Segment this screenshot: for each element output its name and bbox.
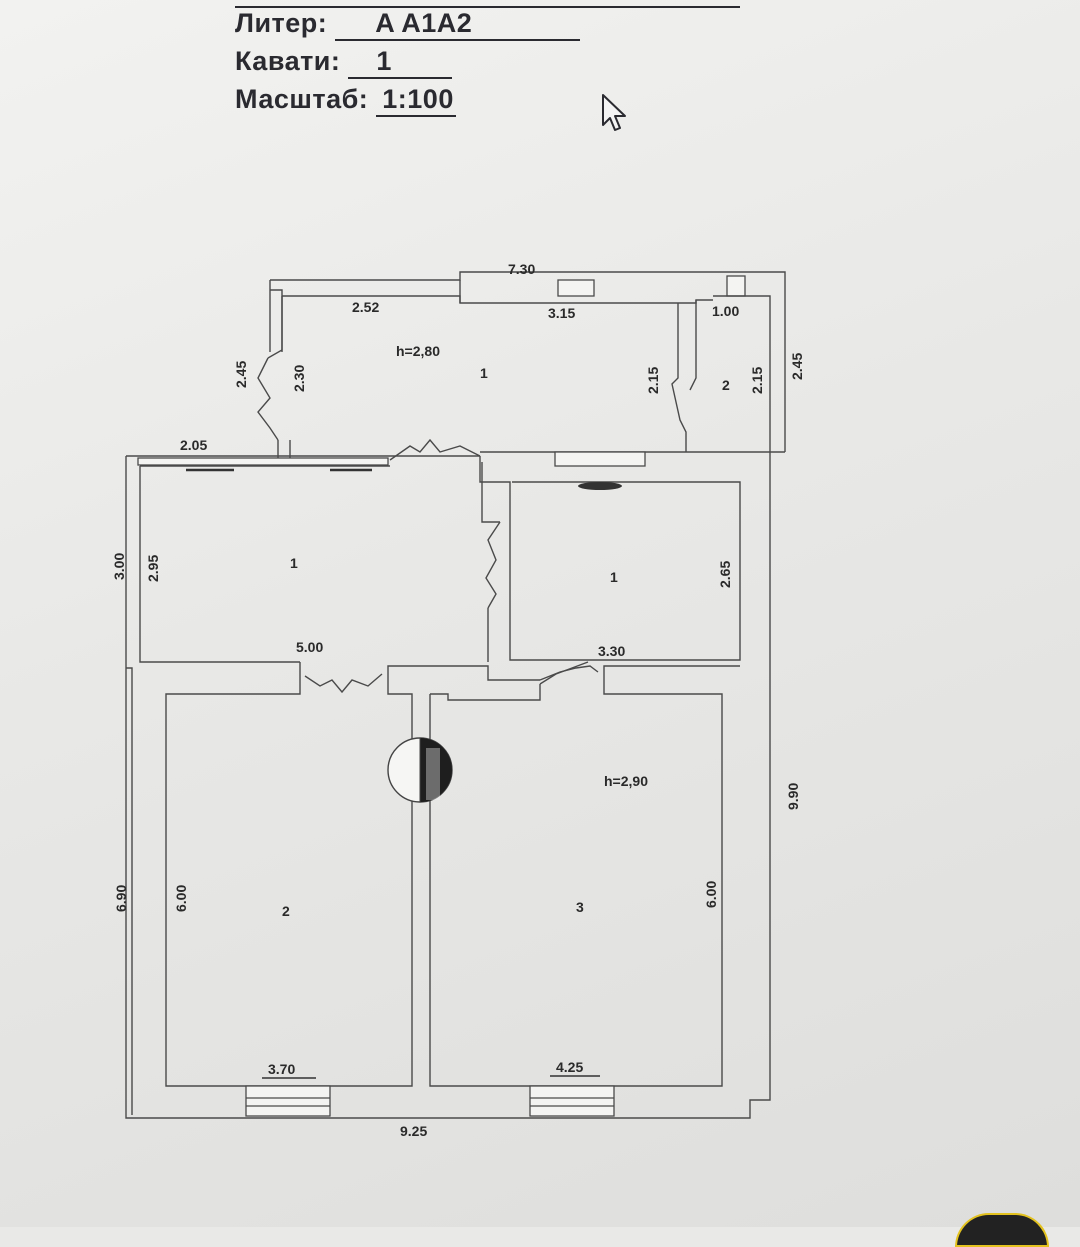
dim-room2-width: 3.70 — [268, 1061, 295, 1077]
dim-hall-left-inner: 2.95 — [145, 555, 161, 582]
room2-door — [304, 673, 383, 694]
room3-door — [539, 661, 589, 685]
annex-height-label: h=2,80 — [396, 343, 440, 359]
room-number-2: 2 — [282, 903, 290, 919]
scale-row: Масштаб: 1:100 — [235, 84, 456, 118]
room-number-hall-right: 1 — [610, 569, 618, 585]
dim-total-bottom: 9.25 — [400, 1123, 427, 1139]
dim-annex-right-outer: 2.45 — [789, 353, 805, 380]
document-header: Литер: A A1A2 Кавати: 1 Масштаб: 1:100 — [0, 0, 1080, 140]
main-walls — [125, 452, 771, 1119]
liter-row: Литер: A A1A2 — [235, 8, 581, 42]
dim-hall-top: 2.05 — [180, 437, 207, 453]
hall-right-marker — [578, 482, 622, 490]
floors-label: Кавати: — [235, 46, 341, 76]
room-number-hall-left: 1 — [290, 555, 298, 571]
annex-hall-door — [389, 438, 481, 461]
dim-room3-height: 6.00 — [703, 881, 719, 908]
dim-small-room-inner: 2.15 — [749, 367, 765, 394]
room-number-annex-1: 1 — [480, 365, 488, 381]
dim-top-total: 7.30 — [508, 261, 535, 277]
room-number-3: 3 — [576, 899, 584, 915]
dim-room2-height: 6.00 — [173, 885, 189, 912]
dim-room3-width: 4.25 — [556, 1059, 583, 1075]
dim-hall-bottom: 5.00 — [296, 639, 323, 655]
scale-label: Масштаб: — [235, 84, 369, 114]
main-height-label: h=2,90 — [604, 773, 648, 789]
dim-top-left-room: 2.52 — [352, 299, 379, 315]
annex-walls — [126, 271, 786, 472]
hall-top-window — [137, 457, 389, 466]
dim-hall-right-bottom: 3.30 — [598, 643, 625, 659]
dim-annex-left-inner: 2.30 — [291, 365, 307, 392]
room-number-annex-2: 2 — [722, 377, 730, 393]
annex-top-window — [557, 279, 595, 297]
liter-value: A A1A2 — [335, 8, 581, 41]
dim-total-right: 9.90 — [785, 783, 801, 810]
hall-right-top-window — [554, 451, 646, 467]
room3-window — [529, 1085, 615, 1117]
dim-annex-right-inner: 2.15 — [645, 367, 661, 394]
dim-hall-right-inner: 2.65 — [717, 561, 733, 588]
mouse-cursor-icon — [602, 94, 626, 131]
dim-top-mid: 3.15 — [548, 305, 575, 321]
stove-half — [420, 738, 452, 802]
dim-annex-left-outer: 2.45 — [233, 361, 249, 388]
dim-top-small: 1.00 — [712, 303, 739, 319]
room2-window — [245, 1085, 331, 1117]
annex-left-door — [257, 357, 279, 441]
floors-row: Кавати: 1 — [235, 46, 452, 80]
dim-total-left: 6.90 — [113, 885, 129, 912]
dim-hall-left-outer: 3.00 — [111, 553, 127, 580]
header-top-line — [235, 0, 740, 8]
floors-value: 1 — [348, 46, 452, 79]
scale-value: 1:100 — [376, 84, 456, 117]
small-room-vent — [726, 275, 746, 297]
hall-inner-door — [485, 521, 501, 609]
liter-label: Литер: — [235, 8, 328, 38]
